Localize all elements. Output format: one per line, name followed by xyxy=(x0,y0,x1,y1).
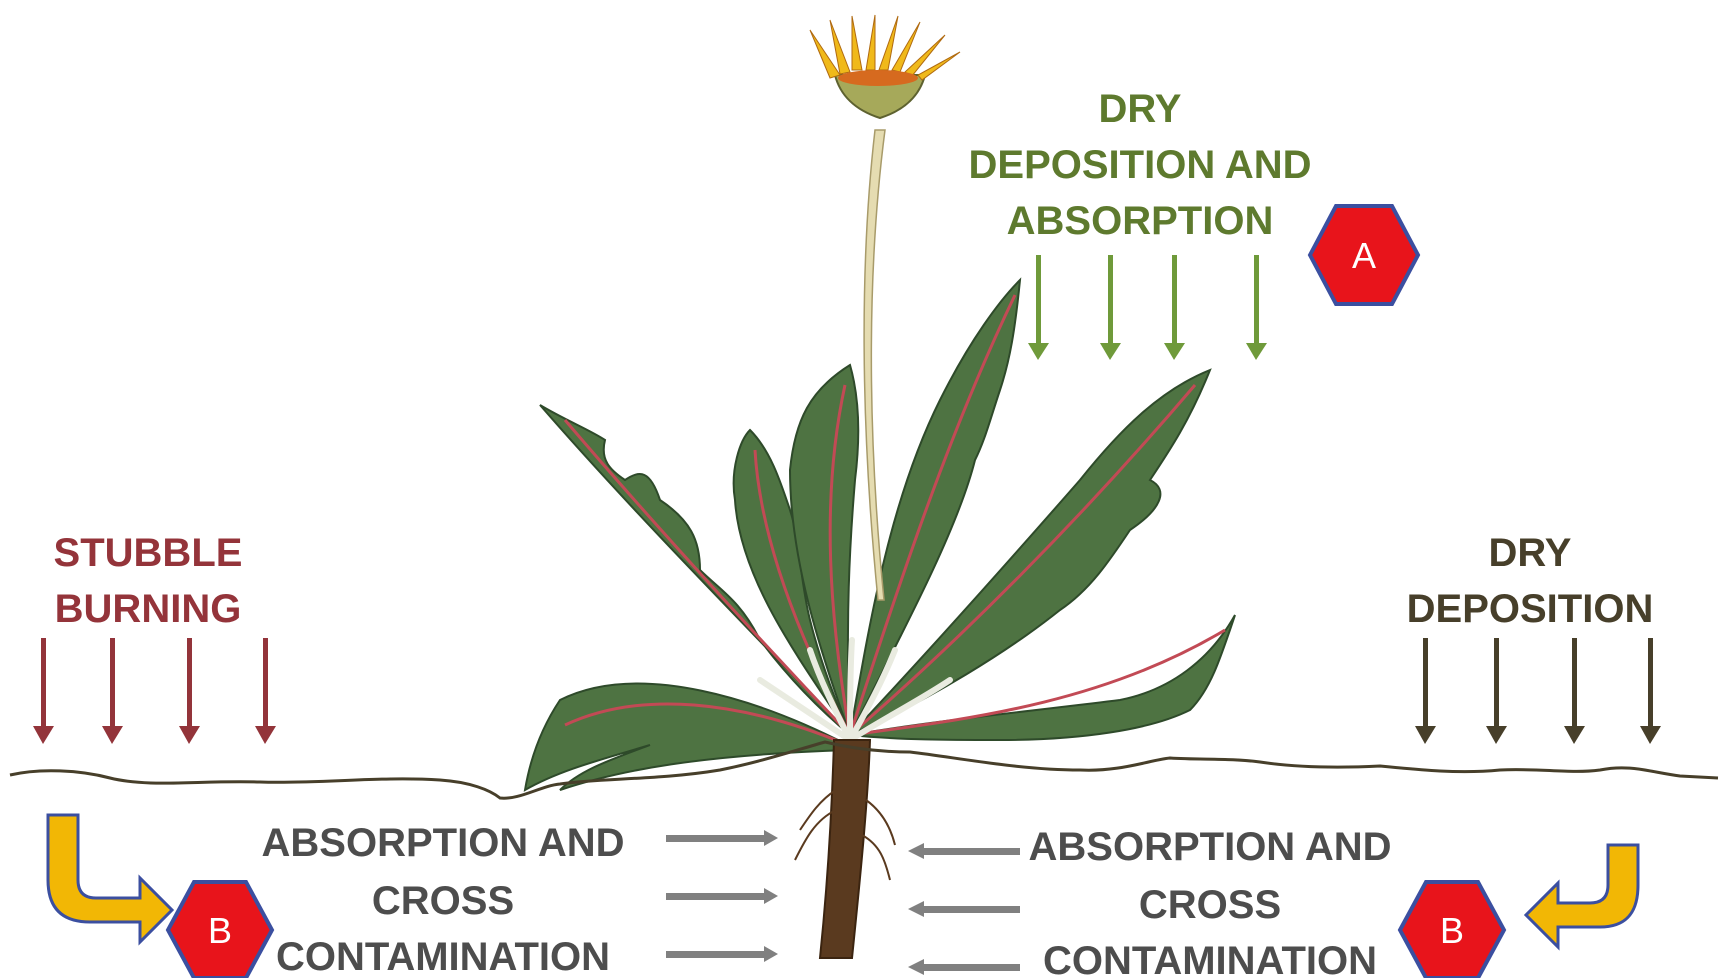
absorption-right-group: ABSORPTION AND CROSS CONTAMINATION B xyxy=(908,825,1638,978)
absorption-right-line-1: ABSORPTION AND xyxy=(1029,825,1392,869)
badge-b-left-label: B xyxy=(208,910,232,951)
dark-down-arrows xyxy=(1415,638,1661,744)
red-down-arrows xyxy=(33,638,276,744)
dry-deposition-absorption-line-3: ABSORPTION xyxy=(1007,199,1274,243)
badge-b-left: B xyxy=(168,882,272,978)
absorption-left-group: ABSORPTION AND CROSS CONTAMINATION B xyxy=(48,815,778,978)
stubble-burning-group: STUBBLE BURNING xyxy=(33,531,276,744)
absorption-left-line-1: ABSORPTION AND xyxy=(262,821,625,865)
badge-b-right: B xyxy=(1400,882,1504,978)
absorption-right-line-2: CROSS xyxy=(1139,883,1281,927)
badge-a: A xyxy=(1310,206,1418,304)
stubble-burning-line-2: BURNING xyxy=(55,587,242,631)
dry-deposition-absorption-line-2: DEPOSITION AND xyxy=(969,143,1312,187)
dry-deposition-line-1: DRY xyxy=(1489,531,1572,575)
dry-deposition-absorption-line-1: DRY xyxy=(1099,87,1182,131)
badge-a-label: A xyxy=(1352,235,1376,276)
badge-b-right-label: B xyxy=(1440,910,1464,951)
absorption-left-line-2: CROSS xyxy=(372,879,514,923)
absorption-left-line-3: CONTAMINATION xyxy=(276,935,610,978)
curved-arrow-left-icon xyxy=(48,815,172,942)
dry-deposition-line-2: DEPOSITION xyxy=(1407,587,1654,631)
curved-arrow-right-icon xyxy=(1526,845,1638,947)
absorption-right-line-3: CONTAMINATION xyxy=(1043,939,1377,978)
green-down-arrows xyxy=(1028,255,1267,360)
dry-deposition-group: DRY DEPOSITION xyxy=(1407,531,1661,744)
dry-deposition-absorption-group: DRY DEPOSITION AND ABSORPTION A xyxy=(969,87,1419,360)
grey-right-arrows-left xyxy=(666,830,778,962)
stubble-burning-line-1: STUBBLE xyxy=(54,531,243,575)
grey-left-arrows-right xyxy=(908,843,1020,975)
